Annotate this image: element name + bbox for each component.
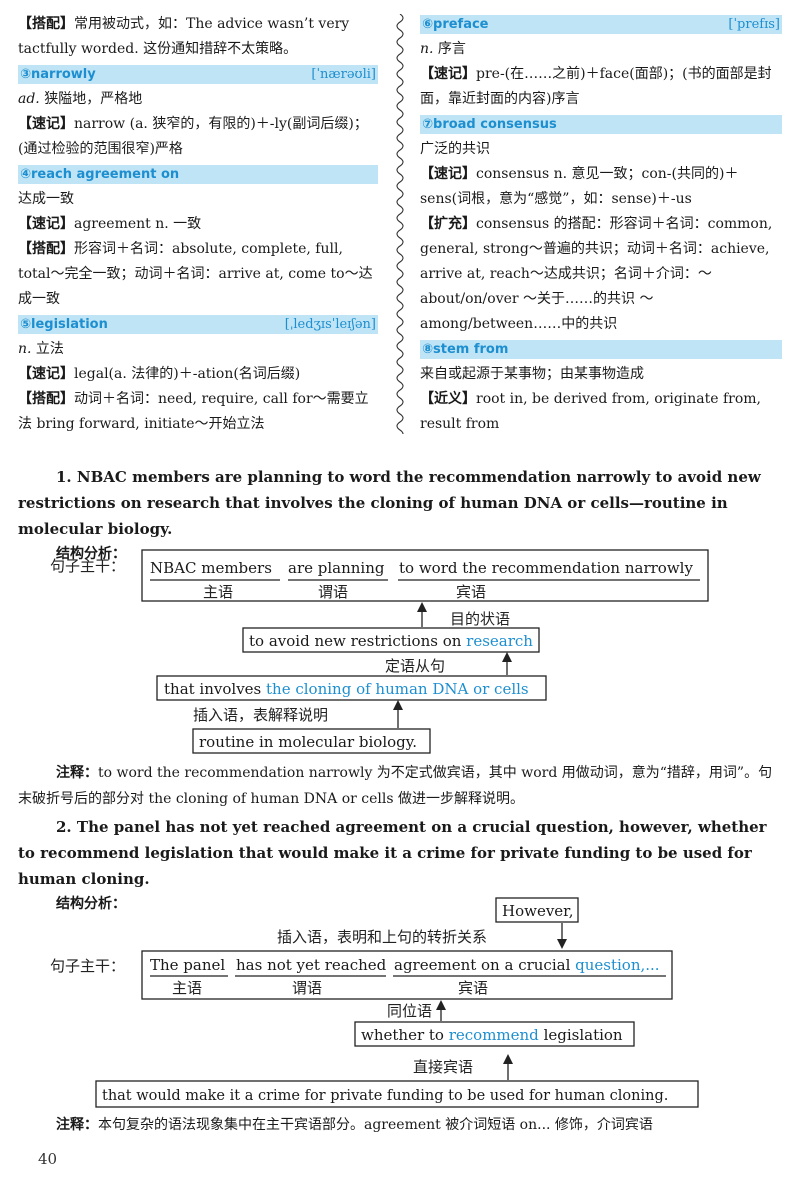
definition-preface: n. 序言 [420, 41, 466, 57]
memo-reach-agreement: 【速记】agreement n. 一致 [18, 216, 202, 232]
sentence-analysis-2: 2. The panel has not yet reached agreeme… [18, 814, 783, 917]
diagram1-purpose-phrase: to avoid new restrictions on research [249, 632, 533, 650]
structure-analysis-label: 结构分析： [56, 896, 126, 912]
expansion-broad-consensus: 【扩充】consensus 的搭配：形容词＋名词：common, general… [420, 216, 773, 332]
definition-legislation: n. 立法 [18, 341, 64, 357]
diagram1-object-role: 宾语 [456, 583, 486, 601]
diagram2-object: agreement on a crucial question,... [394, 956, 660, 974]
vocab-header-legislation: ⑤legislation ˌledʒɪsˈleɪʃən [18, 315, 378, 334]
vocab-header-broad-consensus: ⑦broad consensus [420, 115, 782, 134]
structure-analysis-label: 结构分析： [56, 546, 126, 562]
diagram2-object-role: 宾语 [458, 979, 488, 997]
definition-reach-agreement: 达成一致 [18, 191, 74, 207]
diagram1-subject-role: 主语 [203, 583, 233, 601]
diagram1-purpose-box [242, 627, 540, 653]
diagram2-verb: has not yet reached [236, 956, 387, 974]
diagram1-purpose-label: 目的状语 [450, 610, 510, 628]
vocab-header-preface: ⑥preface ˈprefɪs [420, 15, 782, 34]
vocab-left-column: 【搭配】常用被动式，如：The advice wasn’t very tactf… [18, 12, 378, 437]
vocab-right-column: ⑥preface ˈprefɪs n. 序言 【速记】pre-(在……之前)＋f… [420, 12, 782, 437]
vocab-header-narrowly: ③narrowly ˈnærəʊli [18, 65, 378, 84]
vocab-header-reach-agreement: ④reach agreement on [18, 165, 378, 184]
example-sentence-1: 1. NBAC members are planning to word the… [18, 468, 761, 538]
definition-stem-from: 来自或起源于某事物；由某事物造成 [420, 366, 644, 382]
vocab-header-stem-from: ⑧stem from [420, 340, 782, 359]
diagram1-insert-label: 插入语，表解释说明 [193, 706, 328, 724]
synonyms-stem-from: 【近义】root in, be derived from, originate … [420, 391, 762, 432]
diagram2-main-label: 句子主干： [50, 957, 125, 975]
diagram2-appositive: whether to recommend legislation [361, 1026, 623, 1044]
example-sentence-2: 2. The panel has not yet reached agreeme… [18, 818, 767, 888]
diagram1-insert-box [192, 728, 431, 754]
diagram1-verb-role: 谓语 [318, 583, 348, 601]
definition-narrowly: ad. 狭隘地，严格地 [18, 91, 143, 107]
diagram2-subject-role: 主语 [172, 979, 202, 997]
page-number: 40 [38, 1150, 58, 1168]
diagram2-verb-role: 谓语 [292, 979, 322, 997]
diagram1-relative-label: 定语从句 [385, 657, 445, 675]
wavy-column-divider [396, 14, 404, 434]
diagram2-direct-object-box [95, 1080, 699, 1108]
note-2: 注释：本句复杂的语法现象集中在主干宾语部分。agreement 被介词短语 on… [56, 1117, 653, 1133]
definition-broad-consensus: 广泛的共识 [420, 141, 490, 157]
diagram1-relative-box [156, 675, 547, 701]
diagram2-appositive-box [354, 1021, 635, 1047]
note-1: 注释：to word the recommendation narrowly 为… [18, 765, 773, 807]
diagram2-direct-object: that would make it a crime for private f… [102, 1088, 668, 1104]
diagram2-trunk-box [141, 950, 673, 1000]
memo-broad-consensus: 【速记】consensus n. 意见一致；con-(共同的)＋sens(词根，… [420, 166, 739, 207]
sentence-analysis-1: 1. NBAC members are planning to word the… [18, 464, 783, 567]
entry-collocation: 【搭配】常用被动式，如：The advice wasn’t very tactf… [18, 16, 350, 57]
diagram1-relative-clause: that involves the cloning of human DNA o… [164, 680, 529, 698]
diagram2-appositive-label: 同位语 [387, 1002, 432, 1020]
memo-narrowly: 【速记】narrow (a. 狭窄的，有限的)＋-ly(副词后缀)；(通过检验的… [18, 116, 368, 157]
collocation-reach-agreement: 【搭配】形容词＋名词：absolute, complete, full, tot… [18, 241, 373, 307]
memo-preface: 【速记】pre-(在……之前)＋face(面部)；(书的面部是封面，靠近封面的内… [420, 66, 772, 107]
collocation-legislation: 【搭配】动词＋名词：need, require, call for～需要立法 b… [18, 391, 369, 432]
diagram1-insert-phrase: routine in molecular biology. [199, 733, 417, 751]
memo-legislation: 【速记】legal(a. 法律的)＋-ation(名词后缀) [18, 366, 301, 382]
diagram2-however-label: 插入语，表明和上句的转折关系 [277, 928, 487, 946]
diagram2-direct-object-label: 直接宾语 [413, 1058, 473, 1076]
diagram2-subject: The panel [150, 956, 225, 974]
